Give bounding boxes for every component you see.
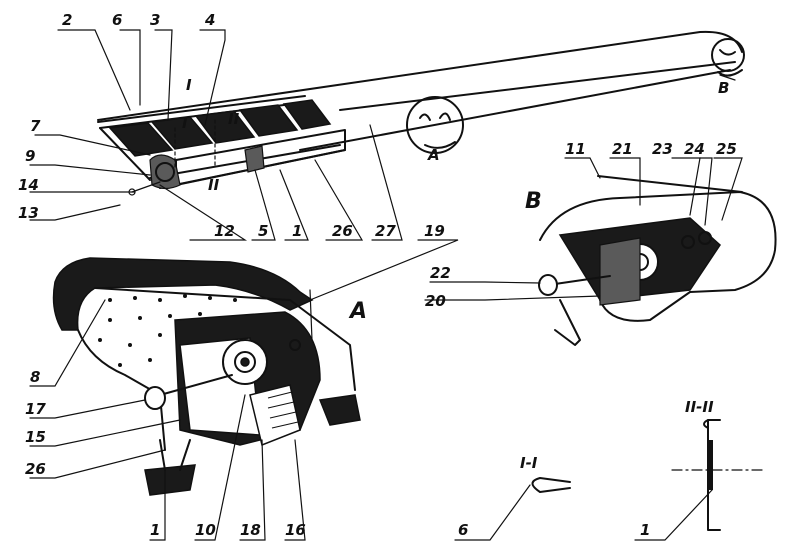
label-20: 20 — [425, 292, 446, 310]
roman-i-mid: I — [182, 114, 188, 132]
label-5: 5 — [258, 222, 268, 240]
label-26-top: 26 — [332, 222, 353, 240]
detail-b-housing — [538, 175, 777, 346]
label-13: 13 — [18, 204, 39, 222]
roman-i-top: I — [186, 76, 192, 94]
section-ii-title: II-II — [685, 398, 714, 416]
label-18: 18 — [240, 521, 261, 539]
label-6-section: 6 — [458, 521, 468, 539]
label-4: 4 — [204, 11, 215, 29]
view-labels: A A B B I I II II I-I II-II — [182, 76, 729, 472]
label-14: 14 — [18, 176, 39, 194]
section-i-profile — [531, 477, 571, 493]
label-1-detail: 1 — [150, 521, 160, 539]
label-12: 12 — [214, 222, 235, 240]
section-ii-profile — [671, 419, 766, 531]
part-labels: 2 6 3 4 7 9 14 13 12 5 1 26 27 19 11 21 … — [18, 11, 737, 539]
view-a-label: A — [348, 299, 367, 324]
label-22: 22 — [430, 264, 451, 282]
label-19: 19 — [424, 222, 445, 240]
label-8: 8 — [30, 368, 40, 386]
pulley-b-label: B — [718, 79, 729, 97]
label-25: 25 — [716, 140, 737, 158]
view-b-label: B — [525, 189, 542, 214]
label-2: 2 — [62, 11, 72, 29]
label-17: 17 — [25, 400, 46, 418]
label-11: 11 — [565, 140, 586, 158]
label-7: 7 — [30, 117, 41, 135]
section-i-title: I-I — [520, 454, 538, 472]
detail-a-housing — [52, 257, 361, 496]
conveyor-frame — [97, 30, 745, 196]
roman-ii-top: II — [228, 110, 240, 128]
label-9: 9 — [25, 147, 35, 165]
label-1-section: 1 — [640, 521, 650, 539]
label-16: 16 — [285, 521, 306, 539]
label-23: 23 — [652, 140, 673, 158]
label-27: 27 — [375, 222, 396, 240]
label-21: 21 — [612, 140, 633, 158]
label-1-top: 1 — [292, 222, 302, 240]
label-10: 10 — [195, 521, 216, 539]
roman-ii-low: II — [208, 176, 220, 194]
label-3: 3 — [150, 11, 160, 29]
label-26-detail: 26 — [25, 460, 46, 478]
label-6-top: 6 — [112, 11, 122, 29]
label-15: 15 — [25, 428, 46, 446]
rivet-dots — [98, 294, 237, 367]
label-24: 24 — [684, 140, 705, 158]
pulley-a-label: A — [427, 146, 440, 164]
hatch-lines — [267, 391, 299, 429]
leader-lines — [29, 29, 743, 541]
